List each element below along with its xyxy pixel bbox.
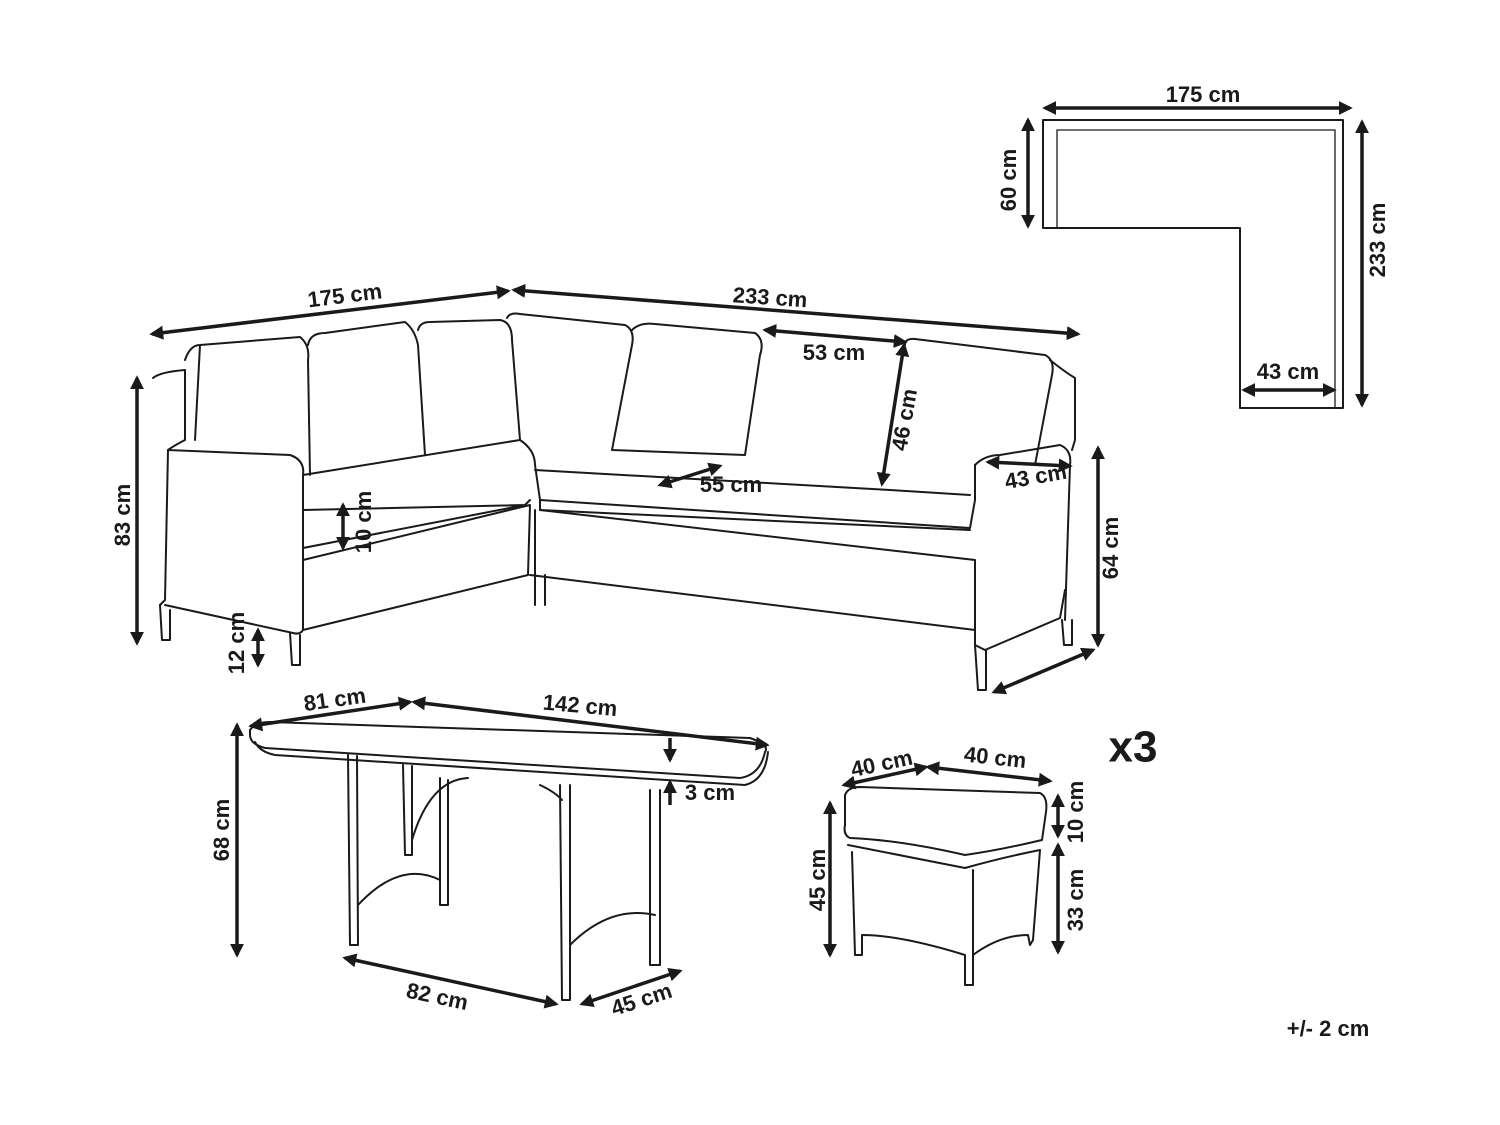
table-length-arrow (411, 696, 770, 751)
sofa-height-label: 83 cm (110, 484, 135, 546)
sofa-base (302, 504, 1066, 651)
sofa-seat (302, 439, 976, 549)
sofa-length-arrow (511, 283, 1081, 341)
stool-depth-arrow (925, 761, 1053, 787)
top-width-label: 175 cm (1166, 82, 1241, 107)
sofa-back-cushions-left (184, 319, 521, 476)
table-base-width-arrow (579, 967, 683, 1008)
sofa: 175 cm 233 cm 53 cm 46 cm 43 cm 83 cm 10… (110, 278, 1123, 695)
seat-cushion-label: 10 cm (351, 491, 376, 553)
stool-cushion-label: 10 cm (1063, 781, 1088, 843)
table-width-arrow (248, 696, 413, 732)
top-seat-label: 43 cm (1257, 359, 1319, 384)
cushion-width-label: 53 cm (803, 340, 865, 365)
leg-height-label: 12 cm (224, 612, 249, 674)
sofa-depth-arrow (991, 647, 1096, 695)
arm-height-label: 64 cm (1098, 517, 1123, 579)
table: 81 cm 142 cm 3 cm 68 cm 82 cm 45 cm (209, 683, 770, 1021)
table-base-length-arrow (342, 953, 559, 1009)
seat-depth-label: 55 cm (700, 472, 762, 497)
top-view-outline (1042, 119, 1344, 409)
sofa-legs (159, 604, 1073, 691)
cushion-height-arrow (876, 342, 910, 487)
top-depth-label: 60 cm (996, 149, 1021, 211)
top-view: 175 cm 60 cm 233 cm 43 cm (996, 82, 1390, 409)
table-top (249, 721, 769, 786)
top-view-backrest (1056, 129, 1336, 408)
table-length-label: 142 cm (542, 690, 619, 721)
seat-depth-arrow (657, 462, 723, 489)
stool-height-label: 45 cm (805, 849, 830, 911)
tolerance-label: +/- 2 cm (1287, 1016, 1370, 1041)
sofa-length-label: 233 cm (732, 282, 808, 312)
stool-cushion (843, 786, 1048, 856)
stool-depth-label: 40 cm (963, 742, 1028, 773)
stool-width-arrow (841, 762, 929, 790)
quantity-label: x3 (1109, 723, 1158, 772)
top-length-label: 233 cm (1365, 203, 1390, 278)
cushion-height-label: 46 cm (887, 387, 922, 453)
stool: 40 cm 40 cm x3 10 cm 33 cm 45 cm (805, 723, 1158, 986)
table-height-label: 68 cm (209, 799, 234, 861)
arm-depth-arrow (985, 455, 1073, 473)
sofa-width-arrow (149, 285, 511, 340)
stool-frame (847, 844, 1041, 986)
sofa-back-cushions-right (506, 312, 1054, 466)
table-frame (347, 754, 661, 1001)
stool-frame-label: 33 cm (1063, 869, 1088, 931)
sofa-left-arm (152, 369, 305, 635)
table-top-label: 3 cm (685, 780, 735, 805)
cushion-width-arrow (762, 323, 908, 349)
